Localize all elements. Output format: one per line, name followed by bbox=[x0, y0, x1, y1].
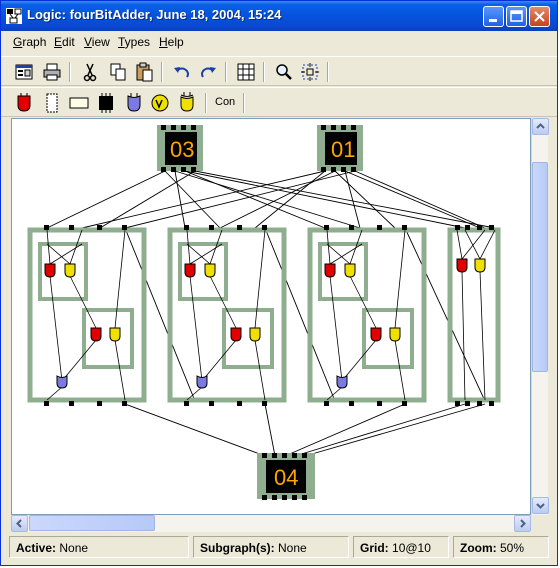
maximize-button[interactable] bbox=[506, 6, 527, 27]
status-bar: Active: None Subgraph(s): None Grid: 10@… bbox=[1, 533, 557, 565]
scroll-up-button[interactable] bbox=[532, 118, 549, 135]
menu-help[interactable]: Help bbox=[159, 35, 184, 49]
xor-gate[interactable] bbox=[64, 263, 76, 278]
and-gate[interactable] bbox=[456, 258, 468, 273]
scroll-corner bbox=[531, 515, 548, 532]
chevron-up-icon bbox=[536, 123, 545, 129]
or-gate-tool-icon[interactable] bbox=[123, 92, 145, 114]
or-gate[interactable] bbox=[56, 375, 68, 389]
or-gate[interactable] bbox=[336, 375, 348, 389]
app-icon bbox=[6, 8, 22, 24]
input-chip-03[interactable]: 03 bbox=[157, 125, 203, 172]
wires bbox=[46, 170, 496, 457]
minimize-button[interactable] bbox=[483, 6, 504, 27]
print-icon[interactable] bbox=[41, 61, 63, 83]
subgraph-tool-icon[interactable] bbox=[41, 92, 63, 114]
toolbar-separator bbox=[243, 93, 245, 113]
menu-graph[interactable]: Graph bbox=[13, 35, 47, 49]
horizontal-scroll-thumb[interactable] bbox=[29, 515, 155, 531]
scroll-down-button[interactable] bbox=[532, 497, 549, 514]
input-chip-03-label: 03 bbox=[170, 137, 194, 162]
horizontal-scrollbar[interactable] bbox=[11, 515, 531, 532]
redo-icon[interactable] bbox=[197, 61, 219, 83]
vertical-scrollbar[interactable] bbox=[531, 118, 549, 515]
toolbar-separator bbox=[205, 93, 207, 113]
value-tool-icon[interactable] bbox=[149, 92, 171, 114]
window-title: Logic: fourBitAdder, June 18, 2004, 15:2… bbox=[27, 7, 282, 22]
and-gate[interactable] bbox=[184, 263, 196, 278]
chevron-left-icon bbox=[16, 519, 22, 528]
status-grid: Grid: 10@10 bbox=[353, 536, 449, 558]
and-gate-tool-icon[interactable] bbox=[13, 92, 35, 114]
graph-canvas[interactable]: 03 01 bbox=[11, 118, 531, 515]
status-active: Active: None bbox=[9, 536, 189, 558]
copy-icon[interactable] bbox=[107, 61, 129, 83]
cut-icon[interactable] bbox=[79, 61, 101, 83]
scroll-right-button[interactable] bbox=[514, 515, 531, 532]
undo-icon[interactable] bbox=[171, 61, 193, 83]
half-adder-bit-3[interactable] bbox=[447, 227, 501, 403]
toolbar-separator bbox=[225, 62, 227, 82]
paste-icon[interactable] bbox=[133, 61, 155, 83]
xor-gate[interactable] bbox=[109, 327, 121, 342]
and-gate[interactable] bbox=[230, 327, 242, 342]
xor-gate-tool-icon[interactable] bbox=[176, 92, 198, 114]
menu-view[interactable]: View bbox=[84, 35, 110, 49]
chevron-right-icon bbox=[520, 519, 526, 528]
title-bar[interactable]: Logic: fourBitAdder, June 18, 2004, 15:2… bbox=[1, 1, 557, 31]
chip-tool-icon[interactable] bbox=[95, 92, 117, 114]
full-adder-bit-2[interactable] bbox=[307, 227, 427, 403]
zoom-icon[interactable] bbox=[273, 61, 295, 83]
close-button[interactable] bbox=[529, 6, 550, 27]
main-toolbar bbox=[1, 56, 557, 86]
subgraph-pins bbox=[44, 225, 494, 406]
fit-to-window-icon[interactable] bbox=[299, 61, 321, 83]
close-icon bbox=[534, 11, 545, 22]
menu-edit[interactable]: Edit bbox=[54, 35, 75, 49]
properties-icon[interactable] bbox=[13, 61, 35, 83]
grid-icon[interactable] bbox=[235, 61, 257, 83]
menu-types[interactable]: Types bbox=[118, 35, 151, 49]
vertical-scroll-thumb[interactable] bbox=[532, 162, 548, 372]
xor-gate[interactable] bbox=[389, 327, 401, 342]
toolbar-separator bbox=[327, 62, 329, 82]
xor-gate[interactable] bbox=[204, 263, 216, 278]
status-subgraphs: Subgraph(s): None bbox=[193, 536, 349, 558]
and-gate[interactable] bbox=[90, 327, 102, 342]
toolbar-separator bbox=[161, 62, 163, 82]
chevron-down-icon bbox=[536, 503, 545, 509]
toolbar-separator bbox=[263, 62, 265, 82]
minimize-icon bbox=[489, 19, 497, 22]
xor-gate[interactable] bbox=[249, 327, 261, 342]
xor-gate[interactable] bbox=[474, 258, 486, 273]
full-adder-bit-1[interactable] bbox=[167, 227, 287, 403]
and-gate[interactable] bbox=[44, 263, 56, 278]
menu-bar: Graph Edit View Types Help bbox=[1, 31, 557, 53]
connection-tool-button[interactable]: Con bbox=[215, 96, 236, 108]
four-bit-adder-graph: 03 01 bbox=[27, 125, 501, 500]
xor-gate[interactable] bbox=[344, 263, 356, 278]
output-chip-04[interactable]: 04 bbox=[257, 453, 315, 500]
status-zoom: Zoom: 50% bbox=[453, 536, 549, 558]
and-gate[interactable] bbox=[370, 327, 382, 342]
components-toolbar: Con bbox=[1, 87, 557, 117]
toolbar-separator bbox=[69, 62, 71, 82]
scroll-left-button[interactable] bbox=[11, 515, 28, 532]
label-tool-icon[interactable] bbox=[68, 92, 90, 114]
input-chip-01-label: 01 bbox=[331, 137, 355, 162]
input-chip-01[interactable]: 01 bbox=[317, 125, 363, 172]
maximize-icon bbox=[510, 10, 523, 22]
or-gate[interactable] bbox=[196, 375, 208, 389]
output-chip-04-label: 04 bbox=[274, 465, 298, 490]
full-adder-bit-0[interactable] bbox=[27, 227, 147, 403]
and-gate[interactable] bbox=[324, 263, 336, 278]
